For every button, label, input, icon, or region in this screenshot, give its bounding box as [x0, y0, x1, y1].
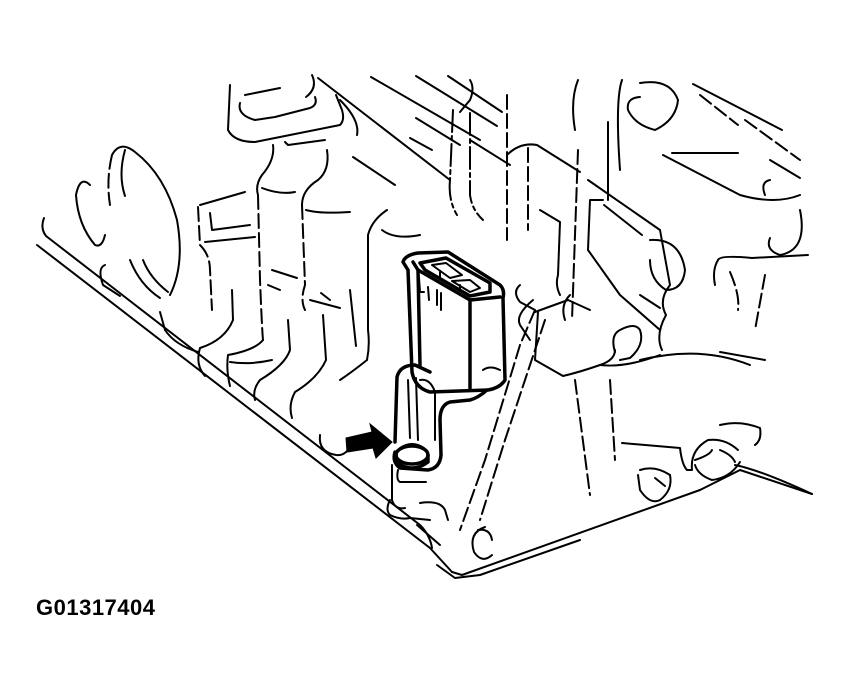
intake-runner-2	[226, 144, 298, 401]
electrical-connector	[401, 250, 507, 394]
upper-manifold-lines	[317, 75, 609, 241]
callout-arrow	[345, 422, 393, 459]
intake-runner-4	[318, 209, 421, 457]
intake-port-left	[75, 145, 181, 299]
lower-right-bolts	[621, 422, 813, 503]
intake-runner-1	[159, 191, 256, 377]
mounting-bolt	[386, 443, 449, 546]
base-plate	[36, 217, 813, 579]
throttle-body-housing	[571, 79, 809, 331]
cover-plate	[459, 209, 561, 531]
figure-id-label: G01317404	[36, 595, 156, 620]
upper-bracket-block	[227, 74, 345, 146]
connector-bracket	[392, 363, 489, 472]
intake-runner-3	[289, 149, 357, 419]
right-mounting-boss	[534, 179, 766, 496]
